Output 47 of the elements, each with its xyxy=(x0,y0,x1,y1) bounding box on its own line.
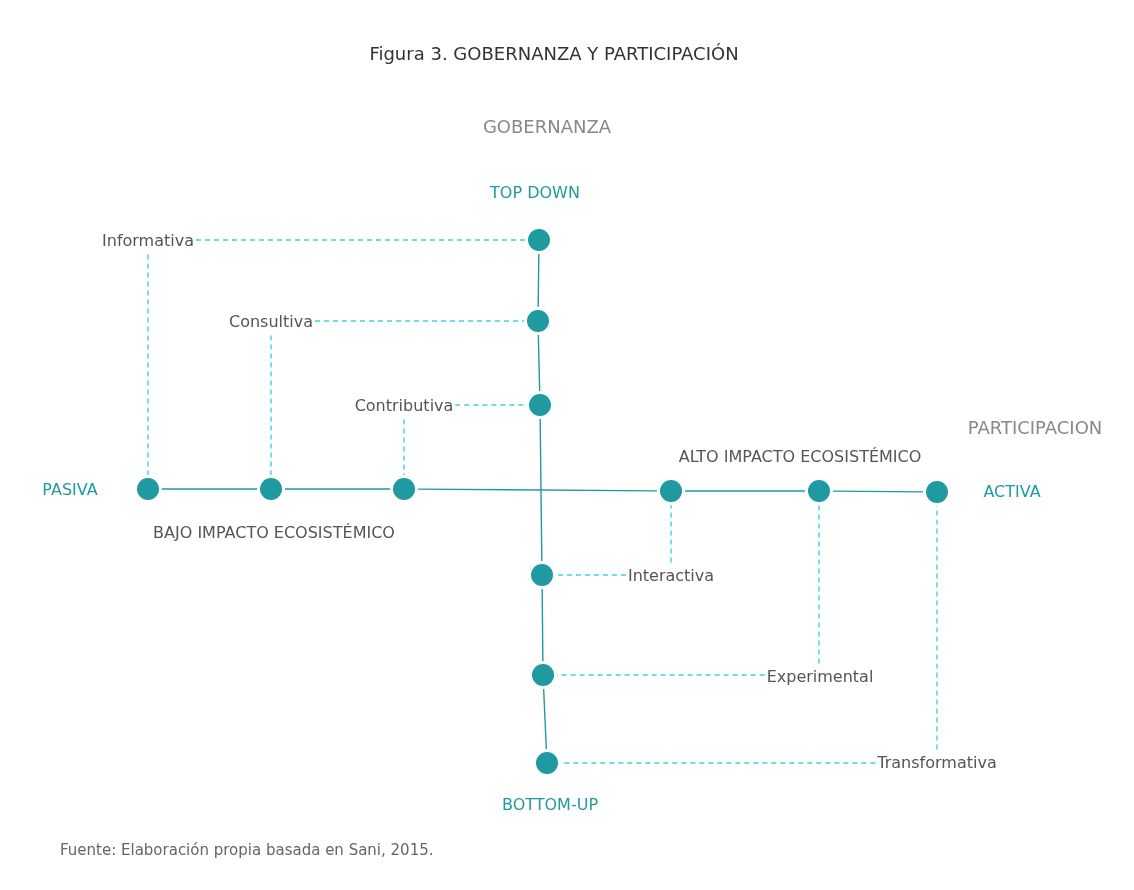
leader-line xyxy=(403,418,405,476)
zone-label: BAJO IMPACTO ECOSISTÉMICO xyxy=(153,523,395,543)
axis-label: GOBERNANZA xyxy=(482,116,612,138)
connector-line xyxy=(832,490,924,493)
leader-line xyxy=(314,320,525,322)
leader-line xyxy=(555,574,627,576)
node-dot xyxy=(393,478,415,500)
pole-label: BOTTOM-UP xyxy=(501,795,599,815)
stage-label: Experimental xyxy=(766,667,874,687)
stage-label: Informativa xyxy=(102,231,194,251)
connector-line xyxy=(537,253,540,308)
connector-line xyxy=(541,588,544,662)
leader-line xyxy=(818,504,820,665)
pole-label: PASIVA xyxy=(42,480,98,500)
node-dot xyxy=(527,310,549,332)
source-caption: Fuente: Elaboración propia basada en Sani, 2015. xyxy=(60,841,434,859)
connector-line xyxy=(284,488,391,490)
node-dot xyxy=(808,480,830,502)
node-dot xyxy=(137,478,159,500)
node-dot xyxy=(536,752,558,774)
connector-line xyxy=(537,334,541,392)
stage-label: Interactiva xyxy=(627,566,715,586)
node-dot xyxy=(660,480,682,502)
leader-line xyxy=(556,674,766,676)
axis-label: PARTICIPACION xyxy=(967,417,1103,439)
leader-line xyxy=(147,253,149,476)
stage-label: Transformativa xyxy=(877,753,997,773)
connector-line xyxy=(417,488,658,492)
connector-line xyxy=(539,418,543,562)
node-dot xyxy=(531,564,553,586)
leader-line xyxy=(270,334,272,476)
node-dot xyxy=(529,394,551,416)
leader-line xyxy=(195,239,526,241)
node-dot xyxy=(260,478,282,500)
node-dot xyxy=(528,229,550,251)
zone-label: ALTO IMPACTO ECOSISTÉMICO xyxy=(678,447,922,467)
figure-title: Figura 3. GOBERNANZA Y PARTICIPACIÓN xyxy=(369,43,739,65)
stage-label: Contributiva xyxy=(354,396,454,416)
connector-line xyxy=(161,488,258,490)
leader-line xyxy=(670,504,672,564)
stage-label: Consultiva xyxy=(229,312,313,332)
pole-label: ACTIVA xyxy=(983,482,1041,502)
pole-label: TOP DOWN xyxy=(490,183,580,203)
connector-line xyxy=(684,490,806,492)
node-dot xyxy=(532,664,554,686)
node-dot xyxy=(926,481,948,503)
connector-line xyxy=(542,688,548,750)
